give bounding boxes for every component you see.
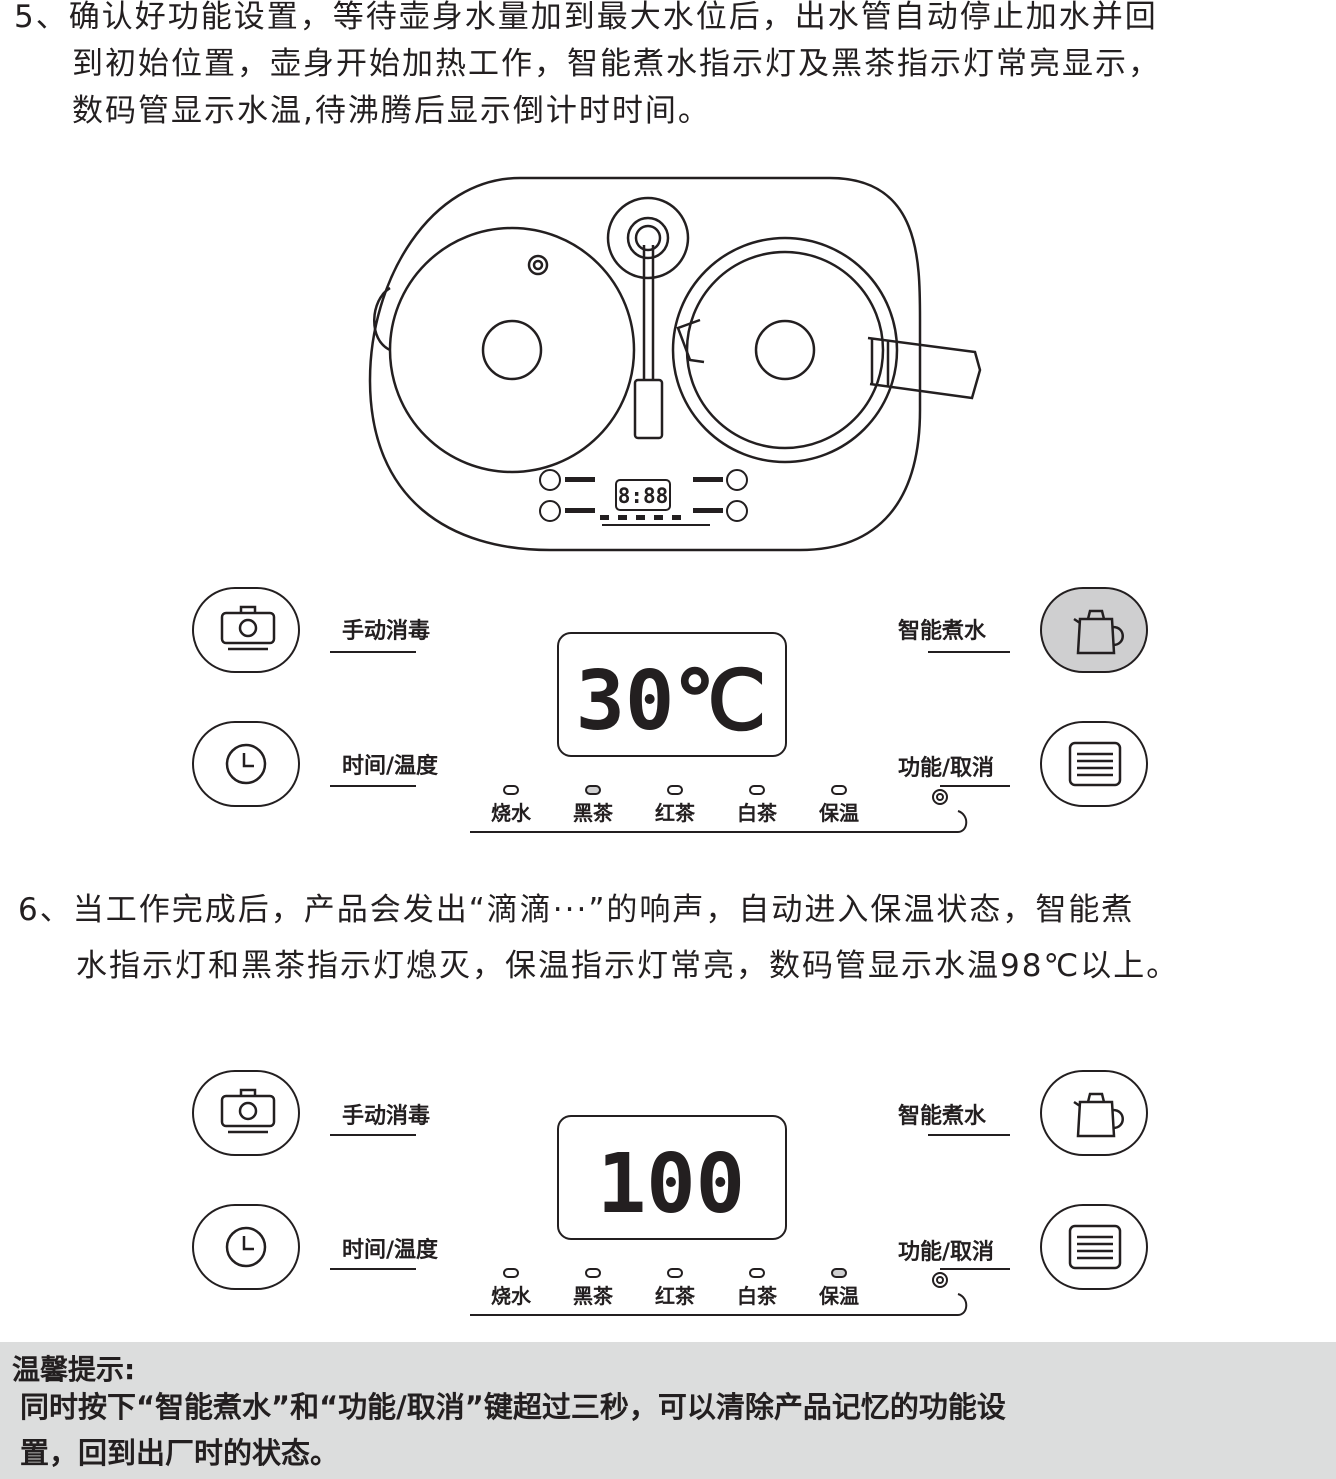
led-dark-tea: 黑茶 xyxy=(552,1268,634,1309)
function-cancel-label: 功能/取消 xyxy=(898,1240,995,1265)
led-label: 黑茶 xyxy=(573,801,613,825)
smart-boil-label: 智能煮水 xyxy=(898,619,987,644)
smart-boil-label: 智能煮水 xyxy=(898,1104,987,1129)
time-temp-button[interactable] xyxy=(192,1204,300,1290)
led-label: 保温 xyxy=(819,801,859,825)
led-label: 黑茶 xyxy=(573,1284,613,1308)
function-cancel-button[interactable] xyxy=(1040,1204,1148,1290)
led-dot xyxy=(503,1268,519,1278)
led-dot xyxy=(585,785,601,795)
led-label: 白茶 xyxy=(737,801,777,825)
tip-line-2: 置，回到出厂时的状态。 xyxy=(20,1436,340,1470)
smart-boil-button[interactable] xyxy=(1040,587,1148,673)
step-6-line-1: 6、当工作完成后，产品会发出“滴滴···”的响声，自动进入保温状态，智能煮 xyxy=(18,892,1135,928)
display-readout-text: 30℃ xyxy=(576,654,767,749)
clock-icon xyxy=(225,1226,267,1268)
led-bus-line xyxy=(470,789,968,833)
function-cancel-label: 功能/取消 xyxy=(898,756,995,781)
time-temp-label: 时间/温度 xyxy=(342,754,439,779)
disinfect-button[interactable] xyxy=(192,587,300,673)
time-temp-button[interactable] xyxy=(192,721,300,807)
led-dot xyxy=(667,785,683,795)
led-label: 烧水 xyxy=(491,1284,531,1308)
step-5-line-2: 到初始位置，壶身开始加热工作，智能煮水指示灯及黑茶指示灯常亮显示， xyxy=(72,46,1161,82)
led-dot xyxy=(831,1268,847,1278)
smart-boil-button[interactable] xyxy=(1040,1070,1148,1156)
smart-boil-leader-line xyxy=(928,1134,1010,1136)
led-dot xyxy=(831,785,847,795)
led-boil-water: 烧水 xyxy=(470,1268,552,1309)
led-boil-water: 烧水 xyxy=(470,785,552,826)
kettle-icon xyxy=(1073,609,1124,655)
time-temp-label: 时间/温度 xyxy=(342,1238,439,1263)
led-indicator-row: 烧水 黑茶 红茶 白茶 保温 xyxy=(470,785,970,845)
led-indicator-row: 烧水 黑茶 红茶 白茶 保温 xyxy=(470,1268,970,1328)
smart-boil-leader-line xyxy=(928,651,1010,653)
step-5-line-3: 数码管显示水温,待沸腾后显示倒计时时间。 xyxy=(72,93,711,129)
clock-icon xyxy=(225,743,267,785)
function-cancel-button[interactable] xyxy=(1040,721,1148,807)
display-readout-text: 100 xyxy=(597,1137,745,1232)
menu-lines-icon xyxy=(1068,1224,1122,1270)
led-label: 保温 xyxy=(819,1284,859,1308)
led-dot xyxy=(749,1268,765,1278)
kettle-icon xyxy=(1073,1092,1124,1138)
led-label: 红茶 xyxy=(655,1284,695,1308)
step-6-text: 6、当工作完成后，产品会发出“滴滴···”的响声，自动进入保温状态，智能煮 水指… xyxy=(18,882,1179,994)
function-cancel-leader-line xyxy=(940,1268,1010,1270)
pot-disinfect-icon xyxy=(220,605,276,651)
device-top-view-illustration: 8:88 xyxy=(368,176,982,552)
disinfect-button[interactable] xyxy=(192,1070,300,1156)
led-dot xyxy=(749,785,765,795)
tip-title: 温馨提示: xyxy=(12,1353,136,1386)
disinfect-label: 手动消毒 xyxy=(342,1104,431,1129)
step-5-text: 5、确认好功能设置，等待壶身水量加到最大水位后，出水管自动停止加水并回 到初始位… xyxy=(14,0,1161,135)
pot-disinfect-icon xyxy=(220,1088,276,1134)
led-label: 烧水 xyxy=(491,801,531,825)
led-label: 红茶 xyxy=(655,801,695,825)
step-6-line-2: 水指示灯和黑茶指示灯熄灭，保温指示灯常亮，数码管显示水温98℃以上。 xyxy=(76,948,1180,984)
digital-display: 30℃ xyxy=(557,632,787,757)
led-label: 白茶 xyxy=(737,1284,777,1308)
time-temp-leader-line xyxy=(330,1268,416,1270)
tip-body: 同时按下“智能煮水”和“功能/取消”键超过三秒，可以清除产品记忆的功能设 置，回… xyxy=(20,1384,1310,1476)
control-panel-1: 手动消毒 时间/温度 30℃ 智能煮水 功能/取消 xyxy=(0,575,1336,845)
disinfect-leader-line xyxy=(330,651,416,653)
digital-display: 100 xyxy=(557,1115,787,1240)
led-dot xyxy=(667,1268,683,1278)
led-dark-tea: 黑茶 xyxy=(552,785,634,826)
control-panel-2: 手动消毒 时间/温度 100 智能煮水 功能/取消 xyxy=(0,1058,1336,1323)
led-black-tea: 红茶 xyxy=(634,1268,716,1309)
led-dot xyxy=(503,785,519,795)
led-bus-line xyxy=(470,1272,968,1316)
led-white-tea: 白茶 xyxy=(716,785,798,826)
led-keep-warm: 保温 xyxy=(798,785,880,826)
function-cancel-leader-line xyxy=(940,785,1010,787)
seven-segment-readout: 100 xyxy=(597,1137,745,1232)
led-white-tea: 白茶 xyxy=(716,1268,798,1309)
led-black-tea: 红茶 xyxy=(634,785,716,826)
disinfect-leader-line xyxy=(330,1134,416,1136)
led-dot xyxy=(585,1268,601,1278)
step-5-line-1: 5、确认好功能设置，等待壶身水量加到最大水位后，出水管自动停止加水并回 xyxy=(14,0,1158,35)
tip-box: 温馨提示: 同时按下“智能煮水”和“功能/取消”键超过三秒，可以清除产品记忆的功… xyxy=(0,1342,1336,1479)
tip-line-1: 同时按下“智能煮水”和“功能/取消”键超过三秒，可以清除产品记忆的功能设 xyxy=(20,1390,1006,1424)
led-keep-warm: 保温 xyxy=(798,1268,880,1309)
seven-segment-readout: 30℃ xyxy=(576,654,767,749)
disinfect-label: 手动消毒 xyxy=(342,619,431,644)
menu-lines-icon xyxy=(1068,741,1122,787)
device-mini-display-text: 8:88 xyxy=(618,484,669,508)
time-temp-leader-line xyxy=(330,785,416,787)
